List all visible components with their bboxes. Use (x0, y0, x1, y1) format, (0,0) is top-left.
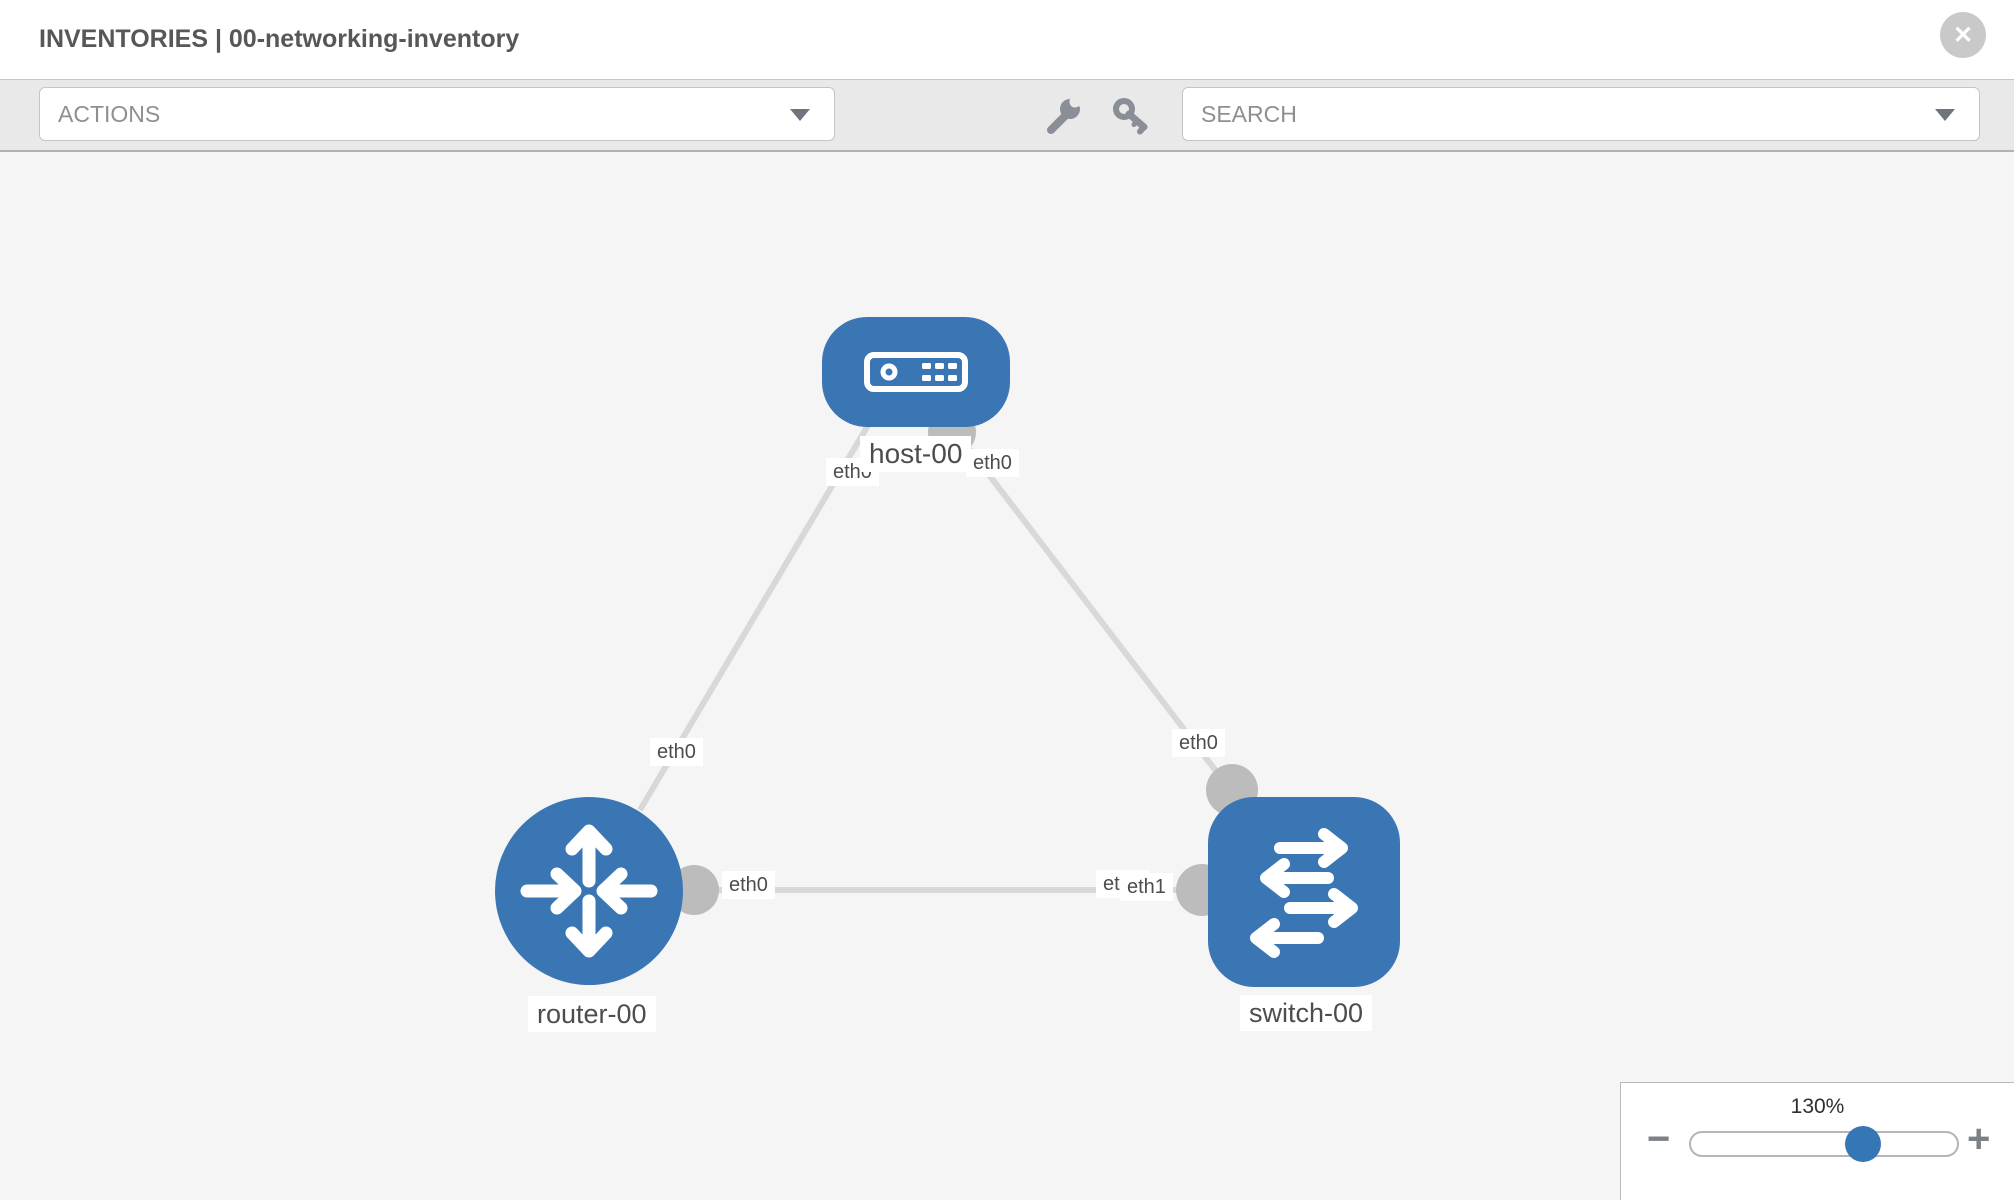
interface-label: eth0 (650, 738, 703, 766)
panel-header: INVENTORIES | 00-networking-inventory ✕ (0, 0, 2014, 79)
interface-label: eth0 (1172, 729, 1225, 757)
interface-label: eth1 (1120, 873, 1173, 901)
node-label-host: host-00 (860, 436, 972, 472)
switch-icon (1250, 828, 1358, 958)
topology-canvas[interactable]: eth0 host-00 eth0 eth0 eth0 eth0 eth0 et… (0, 152, 2014, 1200)
wrench-icon[interactable] (1044, 97, 1082, 135)
zoom-control-panel: 130% − + (1620, 1082, 2014, 1200)
search-dropdown[interactable]: SEARCH (1182, 87, 1980, 141)
close-glyph: ✕ (1952, 21, 1974, 49)
zoom-in-button[interactable]: + (1967, 1117, 1991, 1161)
key-icon[interactable] (1112, 97, 1150, 135)
node-host-00[interactable] (822, 317, 1010, 427)
interface-label: eth0 (722, 871, 775, 899)
actions-dropdown-label: ACTIONS (58, 101, 161, 127)
server-icon (864, 352, 968, 392)
zoom-out-button[interactable]: − (1647, 1117, 1671, 1161)
zoom-level: 130% (1790, 1095, 1845, 1118)
chevron-down-icon (1935, 109, 1955, 121)
actions-dropdown[interactable]: ACTIONS (39, 87, 835, 141)
node-label-router: router-00 (528, 996, 656, 1032)
interface-label: eth0 (966, 449, 1019, 477)
router-icon (520, 824, 658, 958)
close-icon[interactable]: ✕ (1940, 12, 1986, 58)
search-dropdown-label: SEARCH (1201, 101, 1297, 127)
toolbar: ACTIONS SEARCH (0, 79, 2014, 152)
zoom-slider-track[interactable] (1689, 1131, 1959, 1157)
page-title: INVENTORIES | 00-networking-inventory (39, 25, 520, 53)
node-label-switch: switch-00 (1240, 995, 1373, 1031)
node-switch-00[interactable] (1208, 797, 1400, 987)
zoom-slider-knob[interactable] (1845, 1126, 1881, 1162)
node-router-00[interactable] (495, 797, 683, 985)
chevron-down-icon (790, 109, 810, 121)
